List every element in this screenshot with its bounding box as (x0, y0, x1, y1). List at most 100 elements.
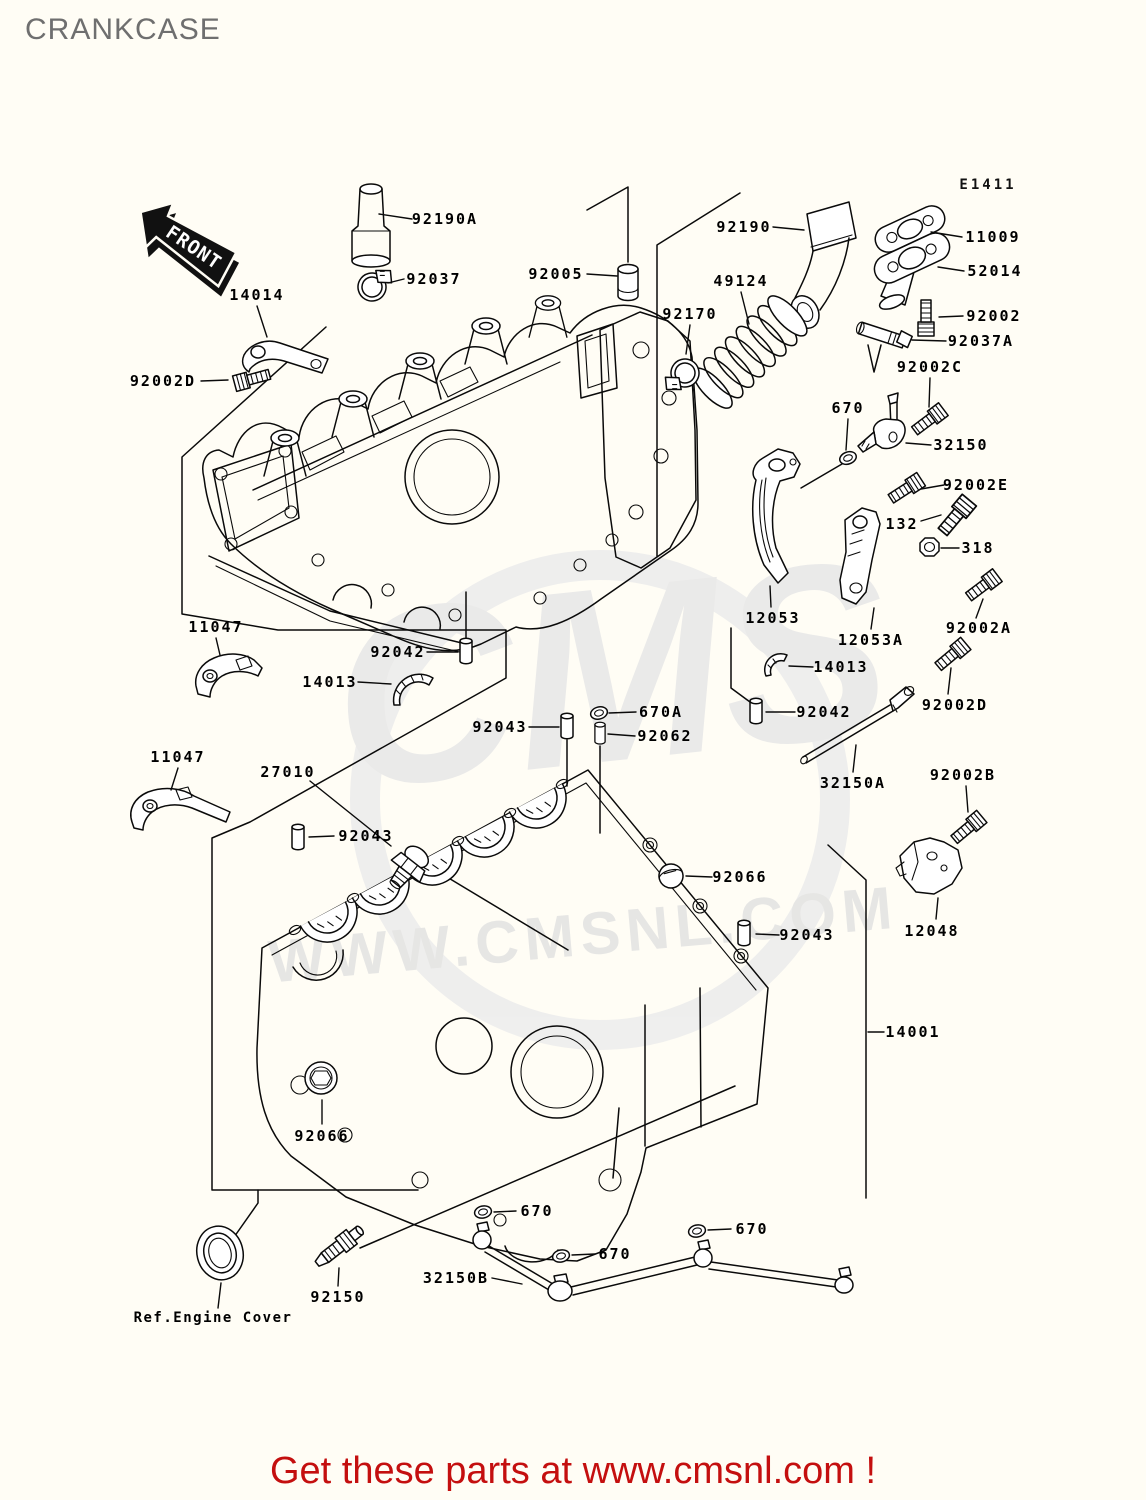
dowel-92042-right (749, 697, 763, 725)
oil-switch-27010 (389, 845, 430, 890)
leader-670 (845, 418, 849, 451)
duct-92190 (790, 201, 857, 329)
oil-seal-ref-engine-cover (195, 1225, 245, 1281)
leader-92066 (685, 875, 713, 878)
leader-52014 (937, 266, 965, 272)
plug-92066-left (304, 1061, 338, 1095)
part-label-92002: 92002 (966, 307, 1021, 325)
dowel-92062 (594, 721, 606, 745)
bearing-insert-14013-left (392, 673, 434, 706)
front-arrow-body (139, 200, 238, 289)
front-arrow: FRONT (139, 200, 240, 297)
dowel-92043-mid (560, 712, 574, 740)
lever-11047-lower (130, 786, 231, 831)
leader-14013 (357, 681, 392, 685)
leader-92002D (947, 667, 952, 695)
leader-670 (707, 1228, 732, 1231)
leader-12053A (870, 607, 875, 630)
leader-132 (920, 514, 942, 522)
part-label-92190A: 92190A (412, 210, 478, 228)
part-label-14001: 14001 (885, 1023, 940, 1041)
ref-note: Ref.Engine Cover (134, 1310, 293, 1326)
bearing-insert-14013-right (763, 652, 788, 677)
bracket-lines (181, 186, 882, 1249)
part-label-92037: 92037 (406, 270, 461, 288)
part-label-49124: 49124 (713, 272, 768, 290)
nut-318 (919, 537, 940, 557)
leader-32150A (852, 744, 857, 773)
part-label-12053: 12053 (745, 609, 800, 627)
leader-32150B (491, 1277, 523, 1285)
footer-text: Get these parts at www.cmsnl.com ! (270, 1450, 876, 1492)
part-label-132: 132 (885, 515, 918, 533)
diagram-code: E1411 (959, 177, 1016, 193)
part-label-318: 318 (961, 539, 994, 557)
part-label-52014: 52014 (967, 262, 1022, 280)
bracket-12053 (752, 448, 801, 584)
leader-27010 (309, 780, 392, 847)
leader-92190 (772, 226, 805, 231)
part-label-92043: 92043 (779, 926, 834, 944)
leader-12048 (935, 897, 939, 920)
dowel-92043-left (291, 823, 305, 851)
part-label-92037A: 92037A (948, 332, 1014, 350)
part-label-11009: 11009 (965, 228, 1020, 246)
part-label-14013: 14013 (813, 658, 868, 676)
part-label-32150A: 32150A (820, 774, 886, 792)
leader-Ref.Engine Cover (217, 1282, 222, 1309)
leader-11009 (930, 231, 963, 238)
part-label-92190: 92190 (716, 218, 771, 236)
lower-crankcase-half (256, 769, 769, 1263)
leader-11047 (215, 637, 221, 656)
page-title: CRANKCASE (25, 13, 221, 46)
part-label-92062: 92062 (637, 727, 692, 745)
leader-92170 (685, 324, 691, 355)
part-label-670: 670 (520, 1202, 553, 1220)
part-label-670: 670 (831, 399, 864, 417)
leader-92002 (938, 315, 964, 318)
dowel-92042-left (459, 637, 473, 665)
upper-crankcase-half (202, 295, 699, 655)
shaft-32150a (800, 686, 915, 765)
linkage-32150b (472, 1221, 854, 1302)
leader-92002D (200, 379, 229, 382)
part-label-92042: 92042 (796, 703, 851, 721)
part-label-92002A: 92002A (946, 619, 1012, 637)
breather-tube-92190a (351, 183, 391, 268)
leader-92037 (387, 278, 405, 284)
part-label-670: 670 (598, 1245, 631, 1263)
part-label-27010: 27010 (260, 763, 315, 781)
part-label-14013: 14013 (302, 673, 357, 691)
part-label-92066: 92066 (712, 868, 767, 886)
part-label-92002E: 92002E (943, 476, 1009, 494)
clamp-92037a (855, 321, 913, 349)
screw-92150 (314, 1225, 365, 1267)
lever-11047-upper (194, 653, 263, 698)
part-label-14014: 14014 (229, 286, 284, 304)
leader-92002B (965, 785, 969, 813)
leader-92002A (975, 598, 984, 619)
leader-92037A (911, 339, 947, 342)
part-label-92002C: 92002C (897, 358, 963, 376)
dowel-92043-right (737, 919, 751, 947)
leader-670 (571, 1253, 596, 1256)
bolt-92002 (917, 299, 935, 337)
part-label-92042: 92042 (370, 643, 425, 661)
leader-92043 (308, 835, 335, 838)
plug-92066-right (658, 863, 684, 889)
part-label-670A: 670A (639, 703, 683, 721)
part-label-92002B: 92002B (930, 766, 996, 784)
part-label-92170: 92170 (662, 305, 717, 323)
part-label-32150: 32150 (933, 436, 988, 454)
part-label-11047: 11047 (150, 748, 205, 766)
leader-92150 (337, 1267, 340, 1287)
leader-49124 (740, 291, 750, 325)
leader-92002C (928, 377, 931, 408)
leader-92043 (755, 933, 780, 936)
bracket-12053a (839, 507, 881, 605)
part-label-92043: 92043 (338, 827, 393, 845)
part-glyphs (130, 183, 1003, 1302)
leader-92190A (378, 213, 413, 220)
